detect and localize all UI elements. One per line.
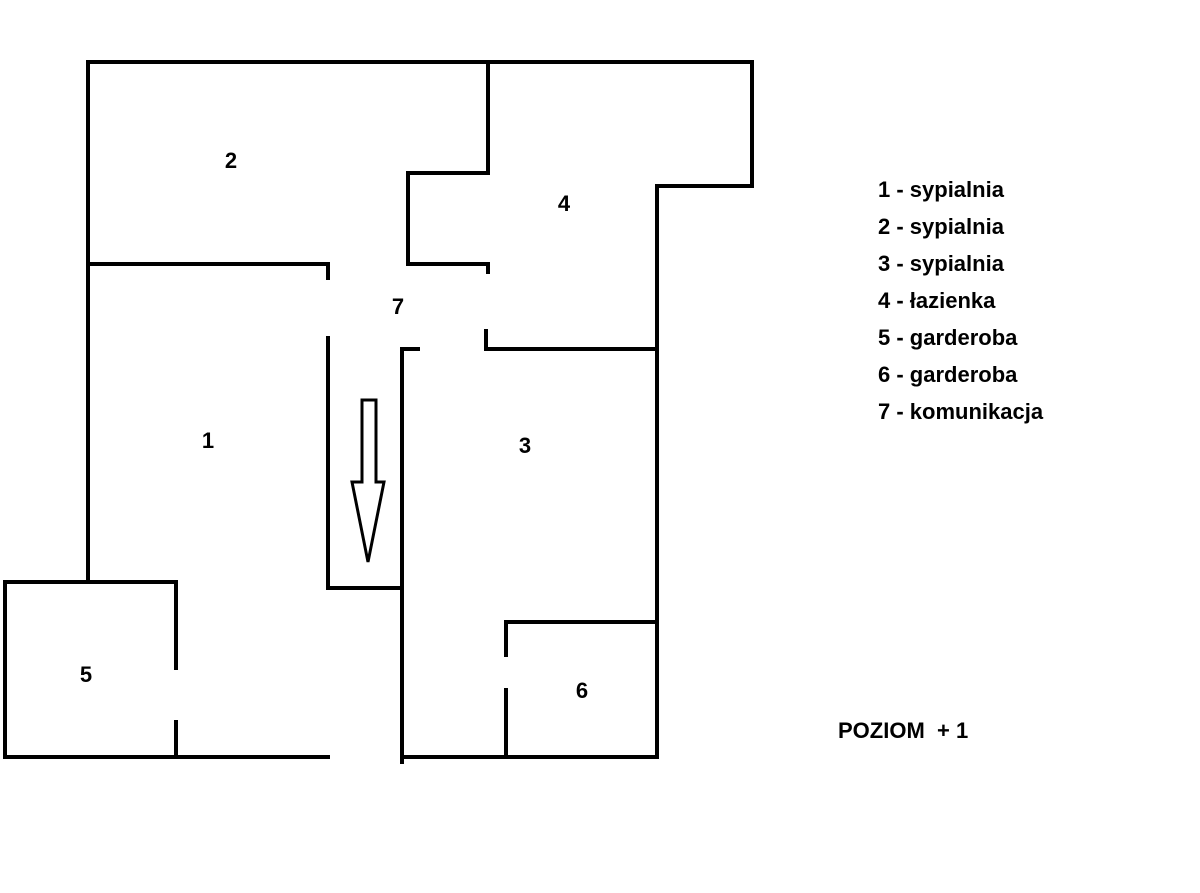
legend-item: 2 - sypialnia	[878, 214, 1004, 239]
wall-room-4-notch	[406, 60, 490, 274]
down-arrow-icon	[350, 398, 386, 563]
level-label: POZIOM + 1	[838, 718, 969, 743]
room-labels: 1 2 3 4 5 6 7	[80, 148, 588, 703]
legend-item: 6 - garderoba	[878, 362, 1018, 387]
room-label-4: 4	[558, 191, 571, 216]
room-label-6: 6	[576, 678, 588, 703]
legend-item: 5 - garderoba	[878, 325, 1018, 350]
wall-stair-box	[326, 336, 404, 590]
legend-item: 4 - łazienka	[878, 288, 996, 313]
room-label-3: 3	[519, 433, 531, 458]
wall-room-2-outer	[86, 60, 754, 759]
legend-item: 7 - komunikacja	[878, 399, 1044, 424]
room-label-7: 7	[392, 294, 404, 319]
legend-item: 1 - sypialnia	[878, 177, 1004, 202]
room-label-5: 5	[80, 662, 92, 687]
room-label-1: 1	[202, 428, 214, 453]
wall-room-6	[504, 620, 659, 657]
room-label-2: 2	[225, 148, 237, 173]
legend-item: 3 - sypialnia	[878, 251, 1004, 276]
walls	[3, 60, 754, 764]
wall-room-5	[3, 580, 330, 759]
room-legend: 1 - sypialnia 2 - sypialnia 3 - sypialni…	[878, 171, 1043, 430]
